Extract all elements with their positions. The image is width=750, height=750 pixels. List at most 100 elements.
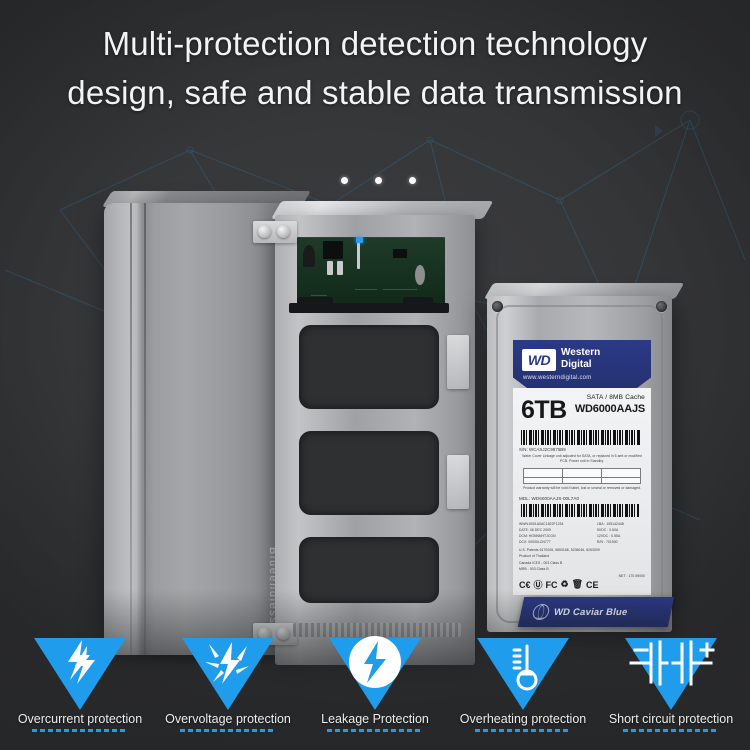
- wd-brand-name: Western Digital: [561, 347, 600, 370]
- hdd-barcode-model: [521, 504, 639, 517]
- feature-badge-overvoltage: [153, 638, 303, 710]
- feature-label-overheating: Overheating protection: [459, 712, 587, 726]
- weee-mark-icon: 🗑: [571, 579, 584, 589]
- pcb-connector: [415, 265, 425, 285]
- pcb-usb-port-1: [327, 261, 333, 275]
- feature-shortcircuit[interactable]: Short circuit protection: [596, 638, 746, 732]
- enclosure-edge-seam-2: [144, 203, 146, 655]
- hdd-spec-table: [523, 468, 641, 484]
- thermometer-icon: [495, 640, 551, 692]
- pcb-trace-3: [311, 295, 327, 296]
- hdd-table-row-divider: [524, 477, 640, 478]
- pcb-trace-2: [383, 289, 417, 290]
- rohs-mark-icon: ♻: [560, 579, 569, 589]
- feature-badge-overheating: [448, 638, 598, 710]
- feature-overheating[interactable]: Overheating protection: [448, 638, 598, 732]
- caddy-cutout-1: [299, 325, 439, 409]
- wd-brand-line-1: Western: [561, 347, 601, 358]
- caddy-screw-2[interactable]: [277, 225, 290, 238]
- bolt-spark-icon: [200, 640, 256, 692]
- wd-brand-line-2: Digital: [561, 358, 592, 370]
- feature-label-overcurrent: Overcurrent protection: [17, 712, 143, 726]
- double-lightning-bolt-icon: [52, 640, 108, 692]
- caddy-connector-block: [297, 297, 333, 313]
- wd-label-header: WD Western Digital www.westerndigital.co…: [513, 340, 651, 392]
- hdd-patents: U.S. Patents 6170026, 5650168, 5236046, …: [519, 548, 600, 552]
- hdd-screw-top-right[interactable]: [656, 301, 667, 312]
- ul-mark-icon: Ⓤ: [533, 580, 543, 590]
- hdd-spec-block: SATA / 8MB Cache WD6000AAJS: [575, 394, 645, 415]
- hdd-serial-number: S/N: WCASJ2C9875B9: [519, 447, 566, 452]
- hdd-barcode-serial: [521, 430, 641, 445]
- pcb-header-pin: [357, 243, 360, 269]
- wd-label-body: 6TB SATA / 8MB Cache WD6000AAJS S/N: WCA…: [513, 388, 651, 595]
- feature-overcurrent[interactable]: Overcurrent protection: [5, 638, 155, 732]
- enclosure-edge-seam-1: [130, 203, 132, 655]
- fcc-mark-icon: FC: [545, 579, 558, 590]
- feature-underline-overcurrent: [32, 729, 128, 732]
- hdd-capacity: 6TB: [521, 396, 567, 424]
- protection-features: Overcurrent protection Overvoltage: [0, 630, 750, 750]
- caddy-side-tab: [447, 335, 469, 389]
- wd-drive-label: WD Western Digital www.westerndigital.co…: [513, 340, 675, 627]
- caddy-cutout-2: [299, 431, 439, 515]
- feature-badge-leakage: [300, 636, 450, 710]
- hdd-spec-12v: 12VDC : 0.55A: [597, 534, 621, 538]
- page-title: Multi-protection detection technology de…: [0, 20, 750, 118]
- feature-badge-shortcircuit: [596, 638, 746, 710]
- feature-leakage[interactable]: Leakage Protection: [300, 636, 450, 732]
- hdd-fine-print-1: Water Cover Linkage unit adjusted for SA…: [522, 454, 642, 463]
- feature-underline-overvoltage: [180, 729, 276, 732]
- feature-underline-overheating: [475, 729, 571, 732]
- pcb-chip-1: [323, 241, 343, 259]
- feature-badge-overcurrent: [5, 638, 155, 710]
- hdd-screw-top-left[interactable]: [492, 301, 503, 312]
- bolt-in-circle-icon: [347, 634, 403, 688]
- hdd-compliance-2: MRB - 003 Class B: [519, 567, 549, 571]
- hdd-table-divider-1: [562, 469, 563, 483]
- pcb-capacitor-1: [303, 245, 315, 267]
- pcb-trace-1: [355, 289, 377, 290]
- feature-underline-shortcircuit: [623, 729, 719, 732]
- hard-disk-drive: WD Western Digital www.westerndigital.co…: [484, 283, 685, 632]
- caddy-ribbon-cable: [289, 303, 449, 313]
- feature-label-leakage: Leakage Protection: [321, 712, 429, 726]
- pcb-status-led: [356, 237, 363, 243]
- caddy-connector-block-2: [403, 297, 433, 311]
- hdd-model-number: WD6000AAJS: [574, 403, 645, 415]
- hdd-compliance-1: Canada ICES - 003 Class B: [519, 561, 563, 565]
- hdd-enclosure-shell: Blueendless 蓝硕: [102, 191, 311, 655]
- hdd-interface: SATA / 8MB Cache: [586, 394, 645, 401]
- enclosure-body: [104, 203, 297, 655]
- hdd-table-caption: Product warranty will be void if label, …: [523, 486, 641, 490]
- indicator-dot-2: [375, 177, 382, 184]
- ce-mark-icon: C€: [519, 579, 531, 590]
- pcb-chip-2: [393, 249, 407, 258]
- hdd-certification-row: C€ Ⓤ FC ♻ 🗑 CE: [519, 578, 645, 591]
- enclosure-highlight: [104, 203, 297, 655]
- hdd-spec-lba: LBA : 105142448: [597, 522, 624, 526]
- wd-logo-icon: WD: [522, 349, 556, 371]
- pcb-usb-port-2: [337, 261, 343, 275]
- indicator-dot-3: [409, 177, 416, 184]
- feature-label-overvoltage: Overvoltage protection: [165, 712, 291, 726]
- headline-line-2: design, safe and stable data transmissio…: [67, 73, 683, 111]
- hdd-spec-dcm: DCM: HGNNNHTJCGN: [519, 534, 556, 538]
- feature-overvoltage[interactable]: Overvoltage protection: [153, 638, 303, 732]
- feature-underline-leakage: [327, 729, 423, 732]
- headline-line-1: Multi-protection detection technology: [102, 25, 648, 62]
- hdd-spec-5v: 5VDC : 0.60A: [597, 528, 619, 532]
- hdd-spec-wwn: WWN:5001A0AC1822F1234: [519, 522, 564, 526]
- ce-mark-icon-2: CE: [586, 579, 599, 590]
- indicator-dot-1: [341, 177, 348, 184]
- hdd-spec-rn: R/N : 701500: [597, 540, 618, 544]
- hdd-mdl-label: MDL: WD6000AAJS-00L7A0: [519, 496, 580, 501]
- hdd-spec-date: DATE: 06 DEC 2009: [519, 528, 551, 532]
- hdd-net-weight: NET : 170.59000: [618, 574, 645, 578]
- hdd-table-divider-2: [600, 469, 602, 483]
- feature-label-shortcircuit: Short circuit protection: [608, 712, 734, 726]
- hdd-spec-dcx: DCX: 00000LCN777: [519, 540, 551, 544]
- capacitor-circuit-icon: [627, 640, 715, 692]
- caddy-screw-1[interactable]: [258, 225, 271, 238]
